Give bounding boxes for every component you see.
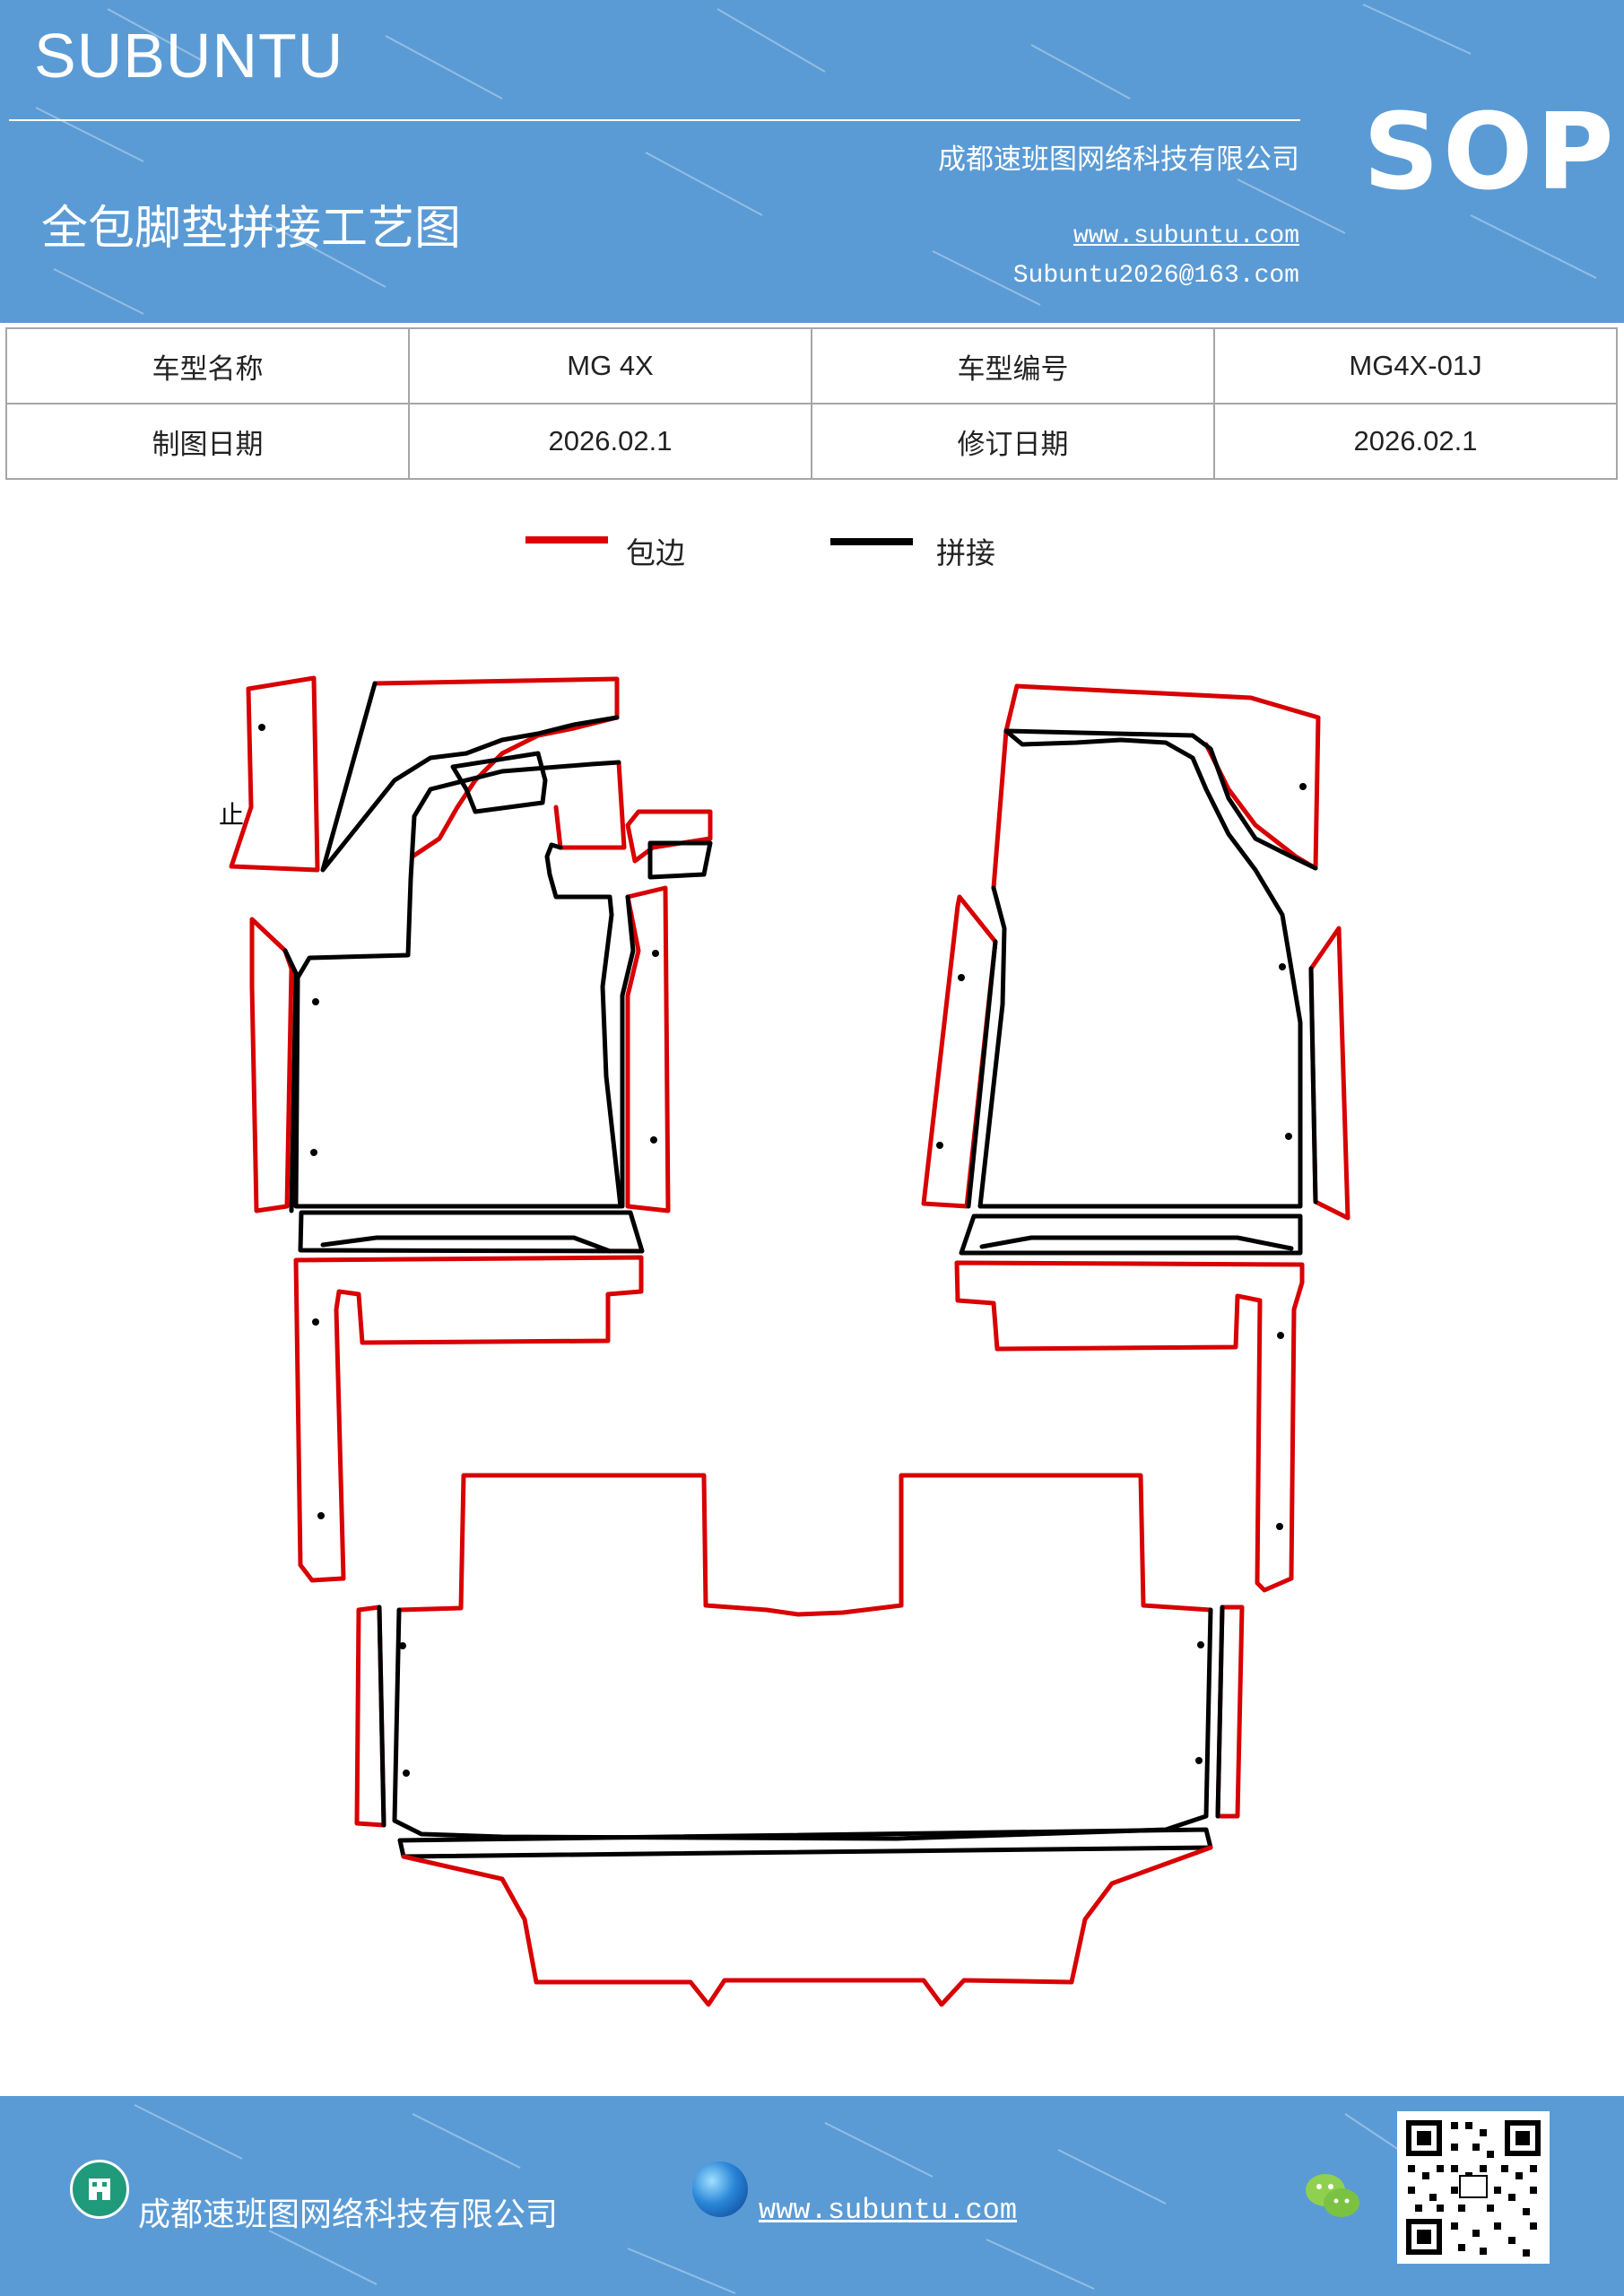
right-sill-piece	[954, 1260, 1305, 1593]
footer-website-link[interactable]: www.subuntu.com	[759, 2194, 1018, 2227]
header-company-name: 成都速班图网络科技有限公司	[938, 144, 1299, 176]
front-left-pillar-seam	[620, 894, 636, 1209]
revision-date-value: 2026.02.1	[1213, 403, 1618, 480]
legend-edge-swatch	[525, 536, 608, 544]
document-title: 全包脚垫拼接工艺图	[41, 202, 462, 256]
rear-tunnel-piece	[401, 1845, 1213, 2007]
front-right-left-edge	[991, 683, 1020, 891]
front-right-bottom-strip	[959, 1213, 1303, 1256]
front-left-small-tab	[625, 809, 713, 864]
front-left-door-seam	[282, 948, 299, 1213]
rear-left-strip-seam	[377, 1605, 386, 1828]
legend-seam-swatch	[830, 538, 913, 545]
front-right-bottom-inner	[979, 1235, 1294, 1251]
building-icon	[70, 2160, 129, 2219]
header-website-link[interactable]: www.subuntu.com	[1073, 222, 1299, 250]
model-name-label: 车型名称	[5, 327, 410, 404]
rear-mat-top-edge	[396, 1473, 1213, 1617]
globe-icon	[692, 2161, 748, 2217]
table-row: 制图日期 2026.02.1 修订日期 2026.02.1	[5, 403, 1618, 480]
qr-code[interactable]	[1397, 2111, 1550, 2264]
model-name-value: MG 4X	[408, 327, 812, 404]
front-left-pillar-piece	[625, 885, 671, 1213]
front-left-door-strip	[249, 917, 294, 1213]
front-right-upper-seam	[1003, 728, 1318, 871]
legend-seam-label: 拼接	[936, 535, 995, 570]
model-code-label: 车型编号	[811, 327, 1215, 404]
front-left-bottom-strip	[298, 1210, 645, 1254]
front-right-main-seam	[977, 728, 1303, 1209]
rear-right-strip-seam	[1215, 1605, 1225, 1819]
right-sill-group	[954, 1260, 1305, 1593]
sop-badge: SOP	[1363, 90, 1618, 213]
rear-mat-main-seam	[392, 1607, 1213, 1841]
model-code-value: MG4X-01J	[1213, 327, 1618, 404]
left-sill-piece	[293, 1255, 644, 1583]
front-right-top-edge	[1014, 683, 1321, 871]
draw-date-value: 2026.02.1	[408, 403, 812, 480]
front-left-bottom-inner	[320, 1235, 612, 1254]
header-email: Subuntu2026@163.com	[1012, 262, 1299, 290]
front-left-small-tab-inner	[647, 840, 713, 880]
front-left-upper-seam	[320, 681, 620, 873]
left-sill-group	[293, 1255, 644, 1583]
rear-mat-group	[354, 1473, 1245, 2007]
front-right-pillar-seam	[1308, 966, 1318, 1205]
draw-date-label: 制图日期	[5, 403, 410, 480]
legend-edge-label: 包边	[626, 535, 685, 570]
front-left-right-notch	[553, 760, 627, 850]
wechat-icon[interactable]	[1302, 2169, 1363, 2222]
footer-company-name: 成都速班图网络科技有限公司	[138, 2196, 559, 2233]
header-divider	[9, 119, 1300, 121]
brand-name: SUBUNTU	[34, 21, 344, 91]
front-right-door-seam	[966, 939, 998, 1209]
front-left-main-seam	[293, 760, 623, 1209]
front-right-mat-group	[921, 683, 1350, 1256]
front-left-mat-group	[229, 675, 713, 1254]
front-right-door-strip	[921, 894, 998, 1209]
table-row: 车型名称 MG 4X 车型编号 MG4X-01J	[5, 327, 1618, 404]
header-band: SUBUNTU SOP 全包脚垫拼接工艺图 成都速班图网络科技有限公司 www.…	[0, 0, 1624, 323]
revision-date-label: 修订日期	[811, 403, 1215, 480]
vehicle-info-table: 车型名称 MG 4X 车型编号 MG4X-01J 制图日期 2026.02.1 …	[5, 327, 1618, 480]
front-left-top-edge	[372, 676, 620, 859]
front-left-side-piece	[229, 675, 320, 873]
front-left-inner-cut	[450, 751, 548, 814]
small-mark-label: 止	[219, 800, 244, 830]
